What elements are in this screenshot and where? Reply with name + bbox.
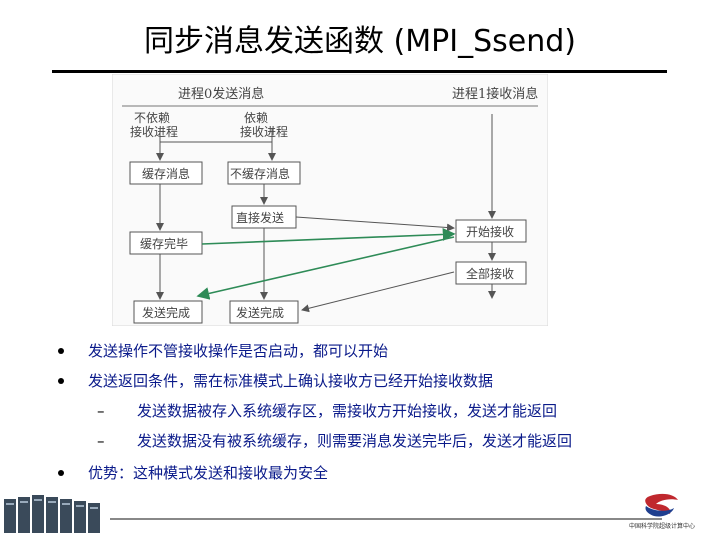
- header-left-label: 进程0发送消息: [178, 86, 264, 102]
- bullet-item-2: 发送返回条件，需在标准模式上确认接收方已经开始接收数据: [55, 370, 493, 391]
- flow-diagram: 进程0发送消息 进程1接收消息 不依赖 接收进程 依赖 接收进程 缓存消息 不缓…: [112, 74, 548, 326]
- bullet-dot: [58, 347, 64, 354]
- box-send-done-left-label: 发送完成: [142, 305, 190, 320]
- bullet-dot: [58, 469, 64, 476]
- box-send-done-right: [229, 300, 299, 324]
- box-start-recv-label: 开始接收: [466, 224, 514, 239]
- page-title: 同步消息发送函数 (MPI_Ssend): [144, 24, 576, 59]
- green-arrow-buffer: [201, 228, 456, 245]
- bullet-dot: [58, 377, 64, 384]
- box-buffer-done-label: 缓存完毕: [140, 236, 188, 251]
- box-buffer-msg-label: 缓存消息: [142, 166, 190, 181]
- box-no-buffer-msg-label: 不缓存消息: [230, 166, 290, 181]
- box-start-recv: [455, 219, 527, 243]
- box-send-done-right-label: 发送完成: [236, 305, 284, 320]
- branch-left-line1: 不依赖: [134, 110, 170, 125]
- green-arrow-ack: [196, 236, 455, 300]
- dash-marker: –: [97, 401, 105, 420]
- institution-logo: 中国科学院超级计算中心: [629, 493, 695, 530]
- box-send-done-left: [133, 300, 203, 324]
- sub-bullet-item-1: – 发送数据被存入系统缓存区，需接收方开始接收，发送才能返回: [97, 401, 558, 421]
- branch-right-line1: 依赖: [244, 110, 268, 125]
- box-all-recv: [455, 261, 527, 285]
- footer-divider: [110, 518, 662, 520]
- bullet-item-1: 发送操作不管接收操作是否启动，都可以开始: [55, 340, 388, 361]
- dash-marker: –: [97, 431, 105, 450]
- branch-right-line2: 接收进程: [240, 124, 288, 139]
- box-all-recv-label: 全部接收: [466, 266, 514, 281]
- box-direct-send-label: 直接发送: [236, 210, 284, 225]
- box-buffer-msg: [129, 161, 203, 185]
- header-right-label: 进程1接收消息: [452, 86, 538, 102]
- institution-name: 中国科学院超级计算中心: [629, 522, 695, 530]
- server-rack-logo: [0, 485, 110, 540]
- title-divider: [52, 70, 667, 73]
- box-buffer-done: [129, 231, 203, 255]
- bullet-item-3: 优势：这种模式发送和接收最为安全: [55, 462, 328, 483]
- sub-bullet-item-2: – 发送数据没有被系统缓存，则需要消息发送完毕后，发送才能返回: [97, 431, 573, 451]
- branch-left-line2: 接收进程: [130, 124, 178, 139]
